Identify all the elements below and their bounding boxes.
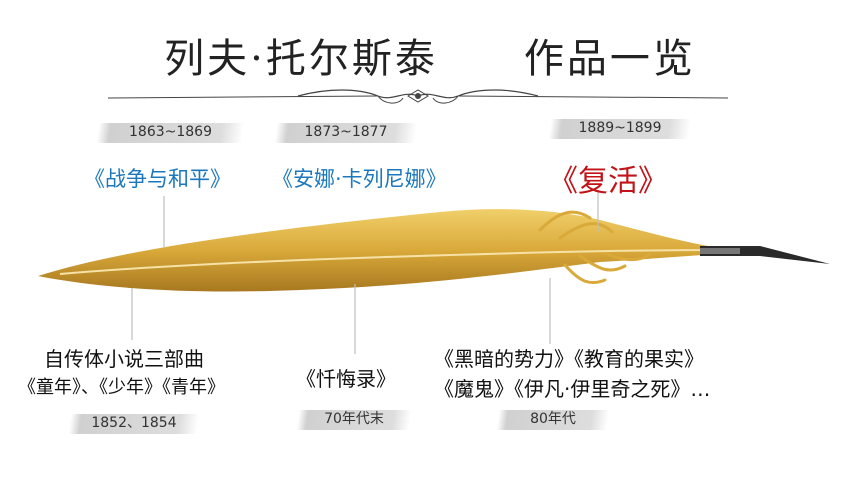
period-label-70s: 70年代末 [298, 408, 410, 430]
period-label-1863: 1863~1869 [98, 121, 243, 143]
autobiographical-trilogy-heading: 自传体小说三部曲 [44, 347, 204, 371]
ornamental-divider-icon [108, 89, 728, 104]
work-anna-karenina: 《安娜·卡列尼娜》 [272, 167, 447, 191]
late-works-line-2: 《魔鬼》《伊凡·伊里奇之死》… [434, 377, 711, 401]
work-confession: 《忏悔录》 [296, 367, 396, 391]
period-label-1873: 1873~1877 [276, 121, 416, 143]
period-label-1889: 1889~1899 [550, 117, 690, 139]
late-works-line-1: 《黑暗的势力》《教育的果实》 [434, 347, 704, 371]
quill-feather-icon [38, 209, 830, 292]
work-war-and-peace: 《战争与和平》 [84, 167, 231, 191]
autobiographical-trilogy-titles: 《童年》、《少年》《青年》 [18, 377, 225, 398]
work-resurrection: 《复活》 [548, 164, 668, 199]
period-label-1852: 1852、1854 [70, 412, 198, 434]
page-title: 列夫·托尔斯泰 作品一览 [164, 36, 696, 82]
period-label-80s: 80年代 [498, 408, 608, 430]
